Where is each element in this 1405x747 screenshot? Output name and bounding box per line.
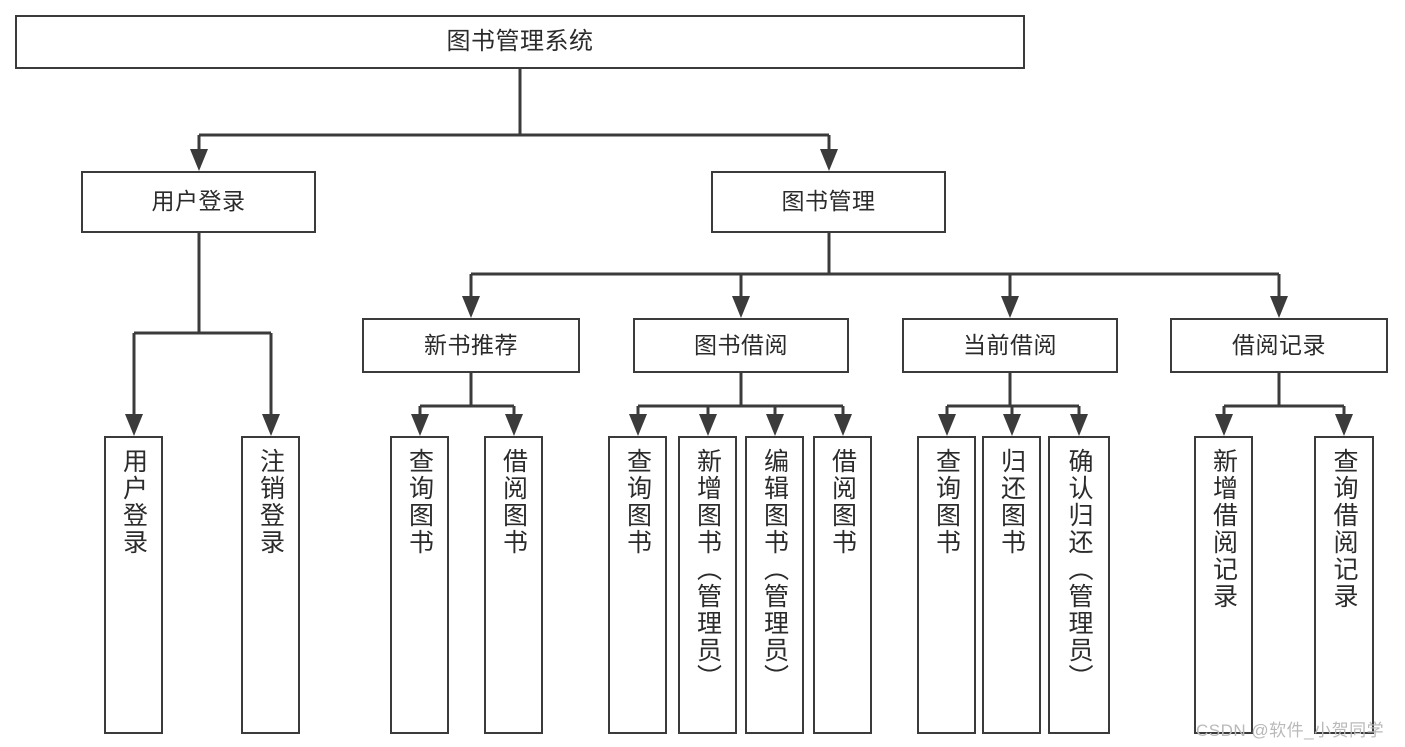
edge-arrowhead	[1003, 414, 1021, 436]
node-leaf-return[interactable]: 归还图书	[982, 436, 1041, 734]
node-leaf-query-rec[interactable]: 查询借阅记录	[1314, 436, 1374, 734]
node-leaf-query-2[interactable]: 查询图书	[608, 436, 667, 734]
node-label: 确认归还（管理员）	[1065, 448, 1093, 691]
node-label: 用户登录	[151, 188, 246, 215]
node-label: 当前借阅	[963, 331, 1057, 358]
node-new-book-rec[interactable]: 新书推荐	[362, 318, 580, 373]
node-label: 归还图书	[997, 448, 1026, 556]
node-leaf-user-login[interactable]: 用户登录	[104, 436, 163, 734]
node-label: 新增图书（管理员）	[693, 448, 722, 691]
node-label: 图书管理	[781, 188, 876, 215]
edge-arrowhead	[190, 149, 208, 171]
edge-arrowhead	[834, 414, 852, 436]
node-label: 图书管理系统	[446, 27, 594, 55]
edge-arrowhead	[938, 414, 956, 436]
edge-arrowhead	[629, 414, 647, 436]
node-leaf-query-1[interactable]: 查询图书	[390, 436, 449, 734]
edge-arrowhead	[766, 414, 784, 436]
node-book-manage[interactable]: 图书管理	[711, 171, 946, 233]
node-label: 注销登录	[256, 448, 285, 556]
edge-arrowhead	[1270, 296, 1288, 318]
node-user-login[interactable]: 用户登录	[81, 171, 316, 233]
node-leaf-add-rec[interactable]: 新增借阅记录	[1194, 436, 1253, 734]
node-root[interactable]: 图书管理系统	[15, 15, 1025, 69]
node-label: 图书借阅	[694, 331, 788, 358]
node-leaf-borrow-2[interactable]: 借阅图书	[813, 436, 872, 734]
edge-arrowhead	[505, 414, 523, 436]
node-label: 查询借阅记录	[1330, 448, 1358, 610]
edge-arrowhead	[699, 414, 717, 436]
node-borrow-record[interactable]: 借阅记录	[1170, 318, 1388, 373]
edge-arrowhead	[1335, 414, 1353, 436]
node-leaf-confirm[interactable]: 确认归还（管理员）	[1048, 436, 1110, 734]
edge-arrowhead	[125, 414, 143, 436]
edge-arrowhead	[1215, 414, 1233, 436]
node-label: 用户登录	[119, 448, 148, 556]
node-leaf-logout[interactable]: 注销登录	[241, 436, 300, 734]
node-leaf-edit-book[interactable]: 编辑图书（管理员）	[745, 436, 804, 734]
edge-arrowhead	[732, 296, 750, 318]
node-leaf-borrow-1[interactable]: 借阅图书	[484, 436, 543, 734]
edge-arrowhead	[1001, 296, 1019, 318]
node-label: 借阅记录	[1232, 331, 1326, 358]
node-label: 借阅图书	[499, 448, 528, 556]
node-label: 借阅图书	[828, 448, 857, 556]
node-leaf-add-book[interactable]: 新增图书（管理员）	[678, 436, 737, 734]
node-label: 新书推荐	[424, 331, 518, 358]
edge-arrowhead	[462, 296, 480, 318]
node-label: 编辑图书（管理员）	[760, 448, 789, 691]
node-label: 查询图书	[623, 448, 652, 556]
edge-arrowhead	[820, 149, 838, 171]
edge-arrowhead	[411, 414, 429, 436]
node-book-borrow[interactable]: 图书借阅	[633, 318, 849, 373]
node-leaf-query-3[interactable]: 查询图书	[917, 436, 976, 734]
edge-arrowhead	[1070, 414, 1088, 436]
node-current-borrow[interactable]: 当前借阅	[902, 318, 1118, 373]
node-label: 查询图书	[932, 448, 961, 556]
edge-arrowhead	[262, 414, 280, 436]
node-label: 新增借阅记录	[1209, 448, 1238, 610]
node-label: 查询图书	[405, 448, 434, 556]
